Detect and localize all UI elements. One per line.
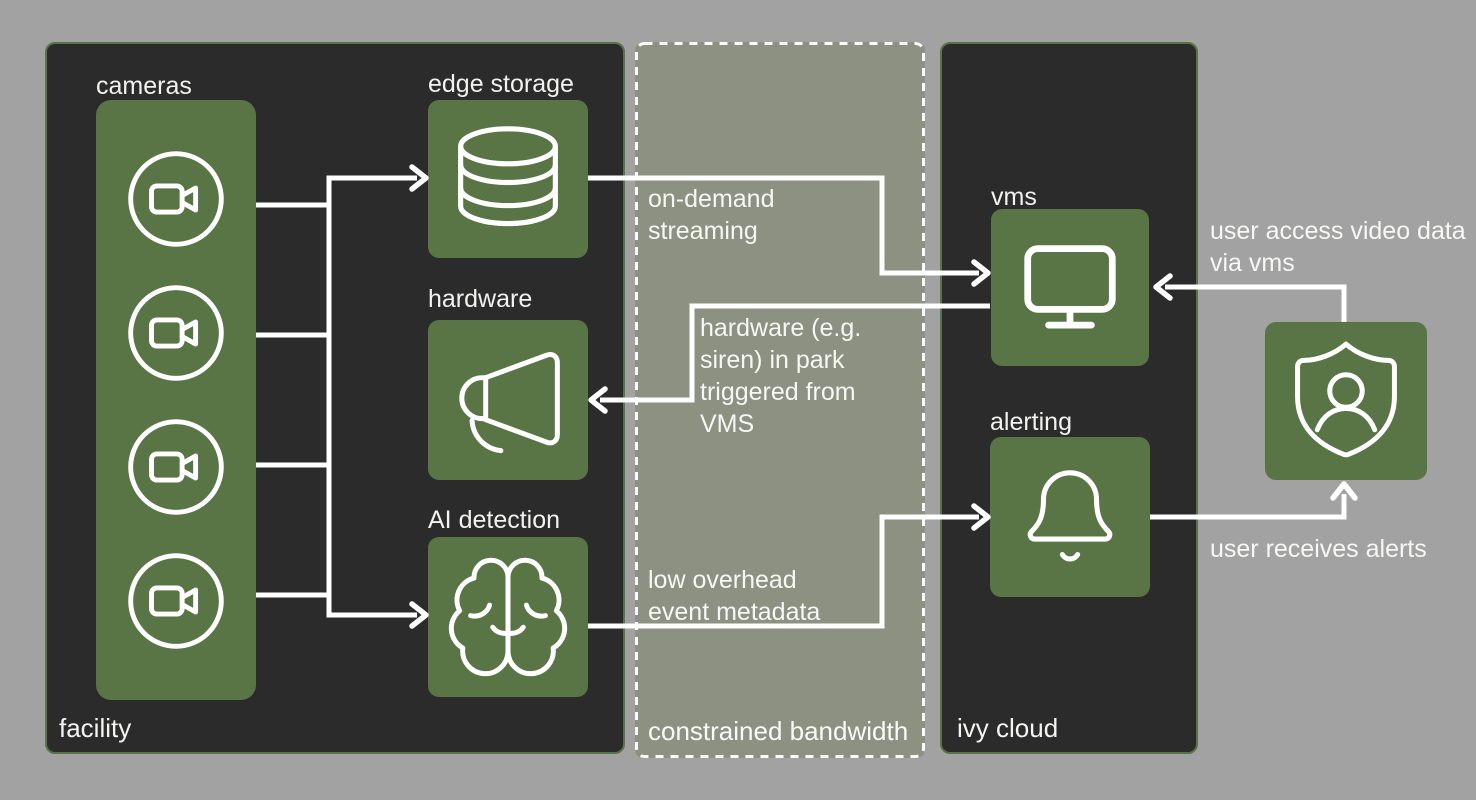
megaphone-icon	[459, 352, 560, 454]
user-node	[1265, 322, 1427, 480]
video-camera-icon	[128, 151, 224, 247]
vms-label: vms	[991, 183, 1037, 211]
on-demand-streaming-annotation: on-demand streaming	[648, 185, 775, 245]
edge-storage-node	[428, 100, 588, 258]
user-access-annotation: user access video data via vms	[1210, 217, 1466, 277]
alerting-label: alerting	[990, 408, 1072, 436]
ai-detection-node	[428, 537, 588, 697]
user-alerts-annotation: user receives alerts	[1210, 535, 1427, 563]
vms-node	[991, 209, 1149, 366]
video-camera-icon	[128, 553, 224, 649]
hardware-trigger-annotation: hardware (e.g. siren) in park triggered …	[700, 314, 862, 438]
monitor-icon	[1024, 244, 1116, 328]
facility-region-label: facility	[59, 713, 132, 743]
cloud-region: ivy cloud	[940, 42, 1198, 754]
hardware-node	[428, 320, 588, 480]
ai-detection-label: AI detection	[428, 506, 561, 534]
bandwidth-region-label: constrained bandwidth	[648, 716, 909, 746]
database-icon	[458, 126, 558, 227]
arrowhead-into-user	[1330, 481, 1358, 501]
video-camera-icon	[128, 285, 224, 381]
bell-icon	[1027, 470, 1113, 562]
hardware-label: hardware	[428, 285, 533, 313]
shield-user-icon	[1295, 341, 1397, 458]
video-camera-icon	[128, 419, 224, 515]
cameras-label: cameras	[96, 72, 192, 100]
cameras-node	[96, 100, 256, 700]
low-overhead-annotation: low overhead event metadata	[648, 566, 821, 626]
brain-icon	[448, 557, 568, 677]
alerting-node	[990, 437, 1150, 597]
cloud-region-label: ivy cloud	[957, 713, 1059, 743]
edge-storage-label: edge storage	[428, 70, 574, 98]
